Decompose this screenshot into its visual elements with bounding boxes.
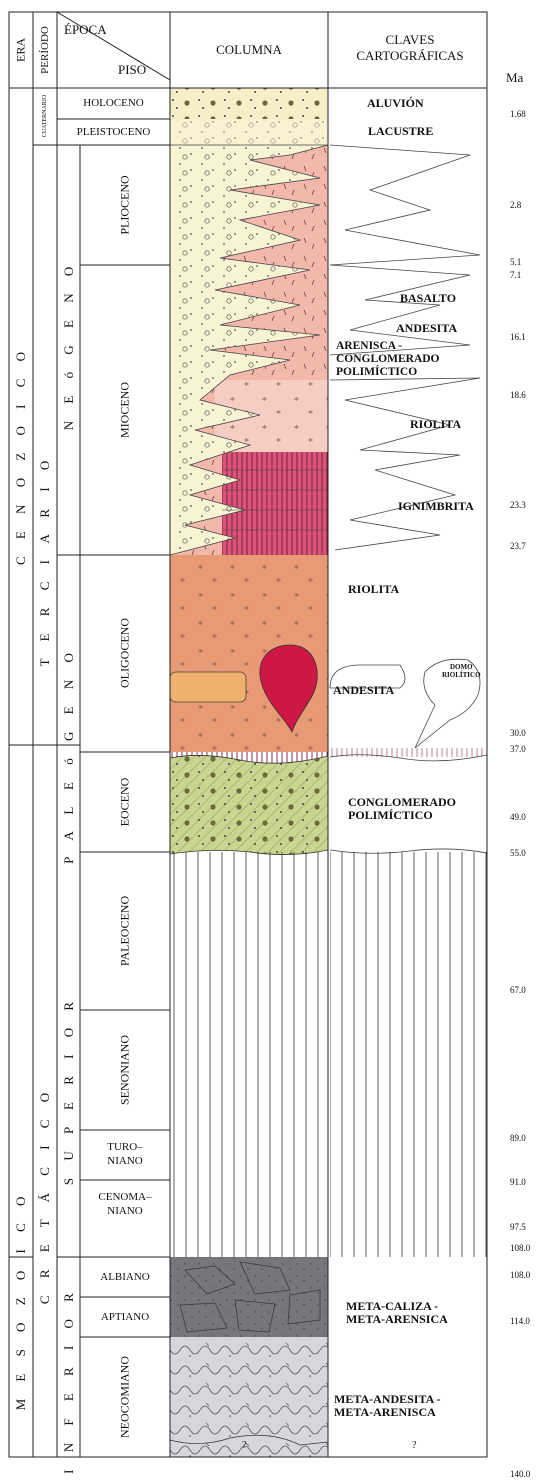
era-cenozoico: C E N O Z O I C O — [13, 345, 29, 565]
ma-value: 5.1 — [510, 257, 521, 267]
paleoceno-cretacico-hiatus — [170, 852, 328, 1257]
ma-value: 23.3 — [510, 500, 526, 510]
piso-neocomiano: NEOCOMIANO — [118, 1356, 133, 1438]
piso-albiano: ALBIANO — [80, 1270, 170, 1284]
header-piso: PISO — [118, 62, 146, 78]
clave-riolita-neogeno: RIOLITA — [410, 418, 461, 431]
ma-value: 67.0 — [510, 985, 526, 995]
piso-mioceno: MIOCENO — [118, 382, 133, 438]
epoca-holoceno: HOLOCENO — [57, 96, 170, 110]
epoca-superior: S U P E R I O R — [61, 995, 77, 1185]
ma-value: 18.6 — [510, 390, 526, 400]
piso-senoniano: SENONIANO — [118, 1035, 133, 1105]
header-epoca: ÉPOCA — [64, 22, 107, 38]
ma-value: 16.1 — [510, 332, 526, 342]
piso-paleoceno: PALEOCENO — [118, 896, 133, 966]
ma-value: 108.0 — [510, 1270, 530, 1280]
clave-andesita-oligoceno: ANDESITA — [333, 684, 394, 697]
header-era: ERA — [14, 38, 29, 62]
ma-value: 30.0 — [510, 728, 526, 738]
clave-andesita-neogeno: ANDESITA — [396, 322, 457, 335]
epoca-pleistoceno: PLEISTOCENO — [57, 125, 170, 139]
header-columna: COLUMNA — [170, 42, 328, 58]
piso-plioceno: PLIOCENO — [118, 175, 133, 234]
ma-value: 91.0 — [510, 1177, 526, 1187]
header-periodo: PERÍODO — [39, 26, 51, 74]
clave-metaandesita: META-ANDESITA - META-ARENISCA — [334, 1393, 441, 1419]
unknown-mark-columna: ? — [242, 1440, 246, 1451]
piso-turoniano: TURO– NIANO — [80, 1140, 170, 1168]
periodo-terciario: T E R C I A R I O — [37, 454, 53, 667]
periodo-cuaternario: CUATERNARIO — [42, 95, 48, 137]
epoca-inferior: I N F E R I O R — [61, 1286, 77, 1474]
clave-lacustre: LACUSTRE — [368, 125, 433, 138]
clave-aluvion: ALUVIÓN — [367, 97, 424, 110]
ma-value: 55.0 — [510, 848, 526, 858]
header-ma: Ma — [506, 70, 523, 86]
ma-value: 7.1 — [510, 270, 521, 280]
piso-aptiano: APTIANO — [80, 1310, 170, 1324]
header-claves: CLAVES CARTOGRÁFICAS — [355, 32, 465, 64]
andesita-lens — [170, 672, 246, 702]
clave-riolita-oligoceno: RIOLITA — [348, 583, 399, 596]
ma-value: 108.0 — [510, 1243, 530, 1253]
ma-value: 89.0 — [510, 1133, 526, 1143]
ma-value: 140.0 — [510, 1469, 530, 1479]
piso-oligoceno: OLIGOCENO — [118, 618, 133, 688]
epoca-paleogeno: P A L E ó G E N O — [61, 646, 77, 864]
ma-value: 1.68 — [510, 109, 526, 119]
clave-conglomerado: CONGLOMERADO POLIMÍCTICO — [348, 796, 456, 822]
clave-metacaliza: META-CALIZA - META-ARENSICA — [346, 1300, 448, 1326]
ma-value: 23.7 — [510, 541, 526, 551]
ma-value: 97.5 — [510, 1222, 526, 1232]
clave-ignimbrita: IGNIMBRITA — [398, 500, 474, 513]
era-mesozoico: M E S O Z O I C O — [13, 1190, 29, 1411]
unknown-mark-claves: ? — [412, 1440, 416, 1451]
piso-eoceno: EOCENO — [118, 778, 133, 827]
ma-value: 2.8 — [510, 200, 521, 210]
clave-basalto: BASALTO — [400, 292, 456, 305]
clave-domo-riolitico: DOMO RIOLÍTICO — [442, 663, 481, 679]
periodo-cretacico: C R E T Á C I C O — [37, 1086, 53, 1304]
ma-value: 49.0 — [510, 812, 526, 822]
ma-value: 37.0 — [510, 744, 526, 754]
ma-value: 114.0 — [510, 1316, 530, 1326]
clave-arenisca: ARENISCA - CONGLOMERADO POLIMÍCTICO — [336, 340, 440, 379]
piso-cenomaniano: CENOMA– NIANO — [80, 1190, 170, 1218]
epoca-neogeno: N E ó G E N O — [61, 260, 77, 430]
